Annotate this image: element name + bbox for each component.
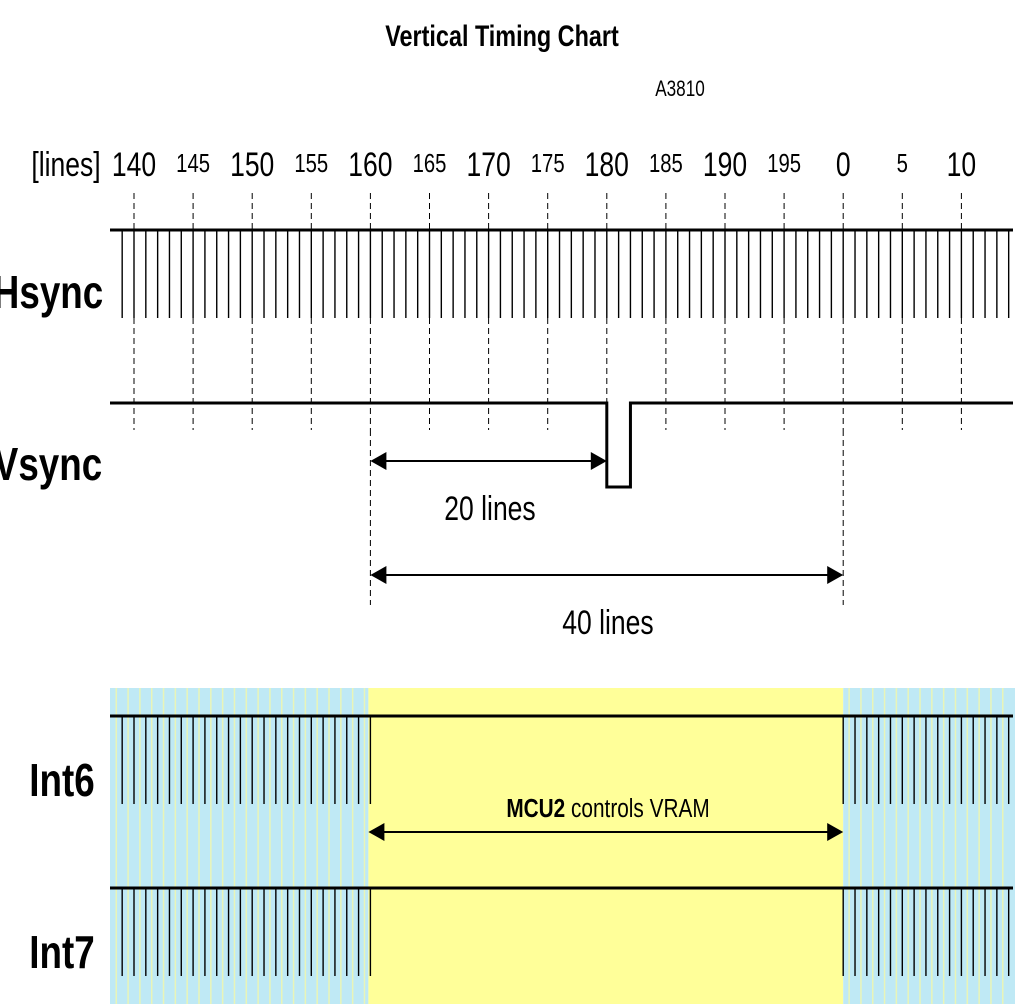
- tick-label-10: 10: [947, 146, 977, 184]
- mcu-vram-band: [368, 688, 844, 1004]
- int-active-band-right: [843, 688, 1015, 1004]
- span-40-arrow-head-right: [827, 566, 844, 584]
- mcu-controls-vram-label: MCU2 controls VRAM: [506, 794, 709, 823]
- tick-label-145: 145: [176, 149, 210, 178]
- span-40-arrow-head-left: [370, 566, 387, 584]
- tick-labels: 140 145 150 155 160 165 170 175 180 185 190 195 0 5 10: [112, 146, 976, 184]
- tick-label-150: 150: [230, 146, 274, 184]
- span-20-arrow-head-left: [370, 452, 387, 470]
- tick-label-185: 185: [649, 149, 683, 178]
- interrupt-bands: [110, 688, 1015, 1004]
- dimension-arrows: [368, 452, 844, 841]
- hsync-waveform: [110, 228, 1013, 318]
- tick-label-160: 160: [348, 146, 392, 184]
- tick-label-190: 190: [703, 146, 747, 184]
- diagram-code: A3810: [655, 77, 705, 102]
- span-40-lines-label: 40 lines: [562, 604, 653, 642]
- hsync-label: Hsync: [0, 266, 103, 318]
- tick-label-180: 180: [585, 146, 629, 184]
- mcu-span-arrow-head-left: [368, 823, 385, 841]
- axis-unit-label: [lines]: [31, 146, 100, 184]
- tick-label-5: 5: [897, 149, 908, 178]
- tick-label-165: 165: [413, 149, 447, 178]
- tick-label-140: 140: [112, 146, 156, 184]
- int7-waveform: [110, 886, 1013, 976]
- tick-label-170: 170: [466, 146, 510, 184]
- int-active-band-left: [110, 688, 369, 1004]
- int7-label: Int7: [29, 926, 94, 978]
- int6-label: Int6: [29, 754, 94, 806]
- vsync-label: Vsync: [0, 438, 102, 490]
- tick-label-175: 175: [531, 149, 565, 178]
- mcu-action: controls VRAM: [565, 794, 709, 823]
- span-20-arrow-head-right: [590, 452, 607, 470]
- mcu-span-arrow-head-right: [827, 823, 844, 841]
- tick-label-155: 155: [294, 149, 328, 178]
- int6-waveform: [110, 714, 1013, 804]
- vsync-pulse-path: [110, 401, 1013, 489]
- tick-label-195: 195: [767, 149, 801, 178]
- dashed-guides: [133, 193, 962, 605]
- span-20-lines-label: 20 lines: [444, 490, 535, 528]
- vsync-waveform: [110, 401, 1013, 489]
- mcu-name: MCU2: [506, 794, 565, 823]
- tick-label-0: 0: [836, 146, 851, 184]
- chart-title: Vertical Timing Chart: [385, 19, 619, 52]
